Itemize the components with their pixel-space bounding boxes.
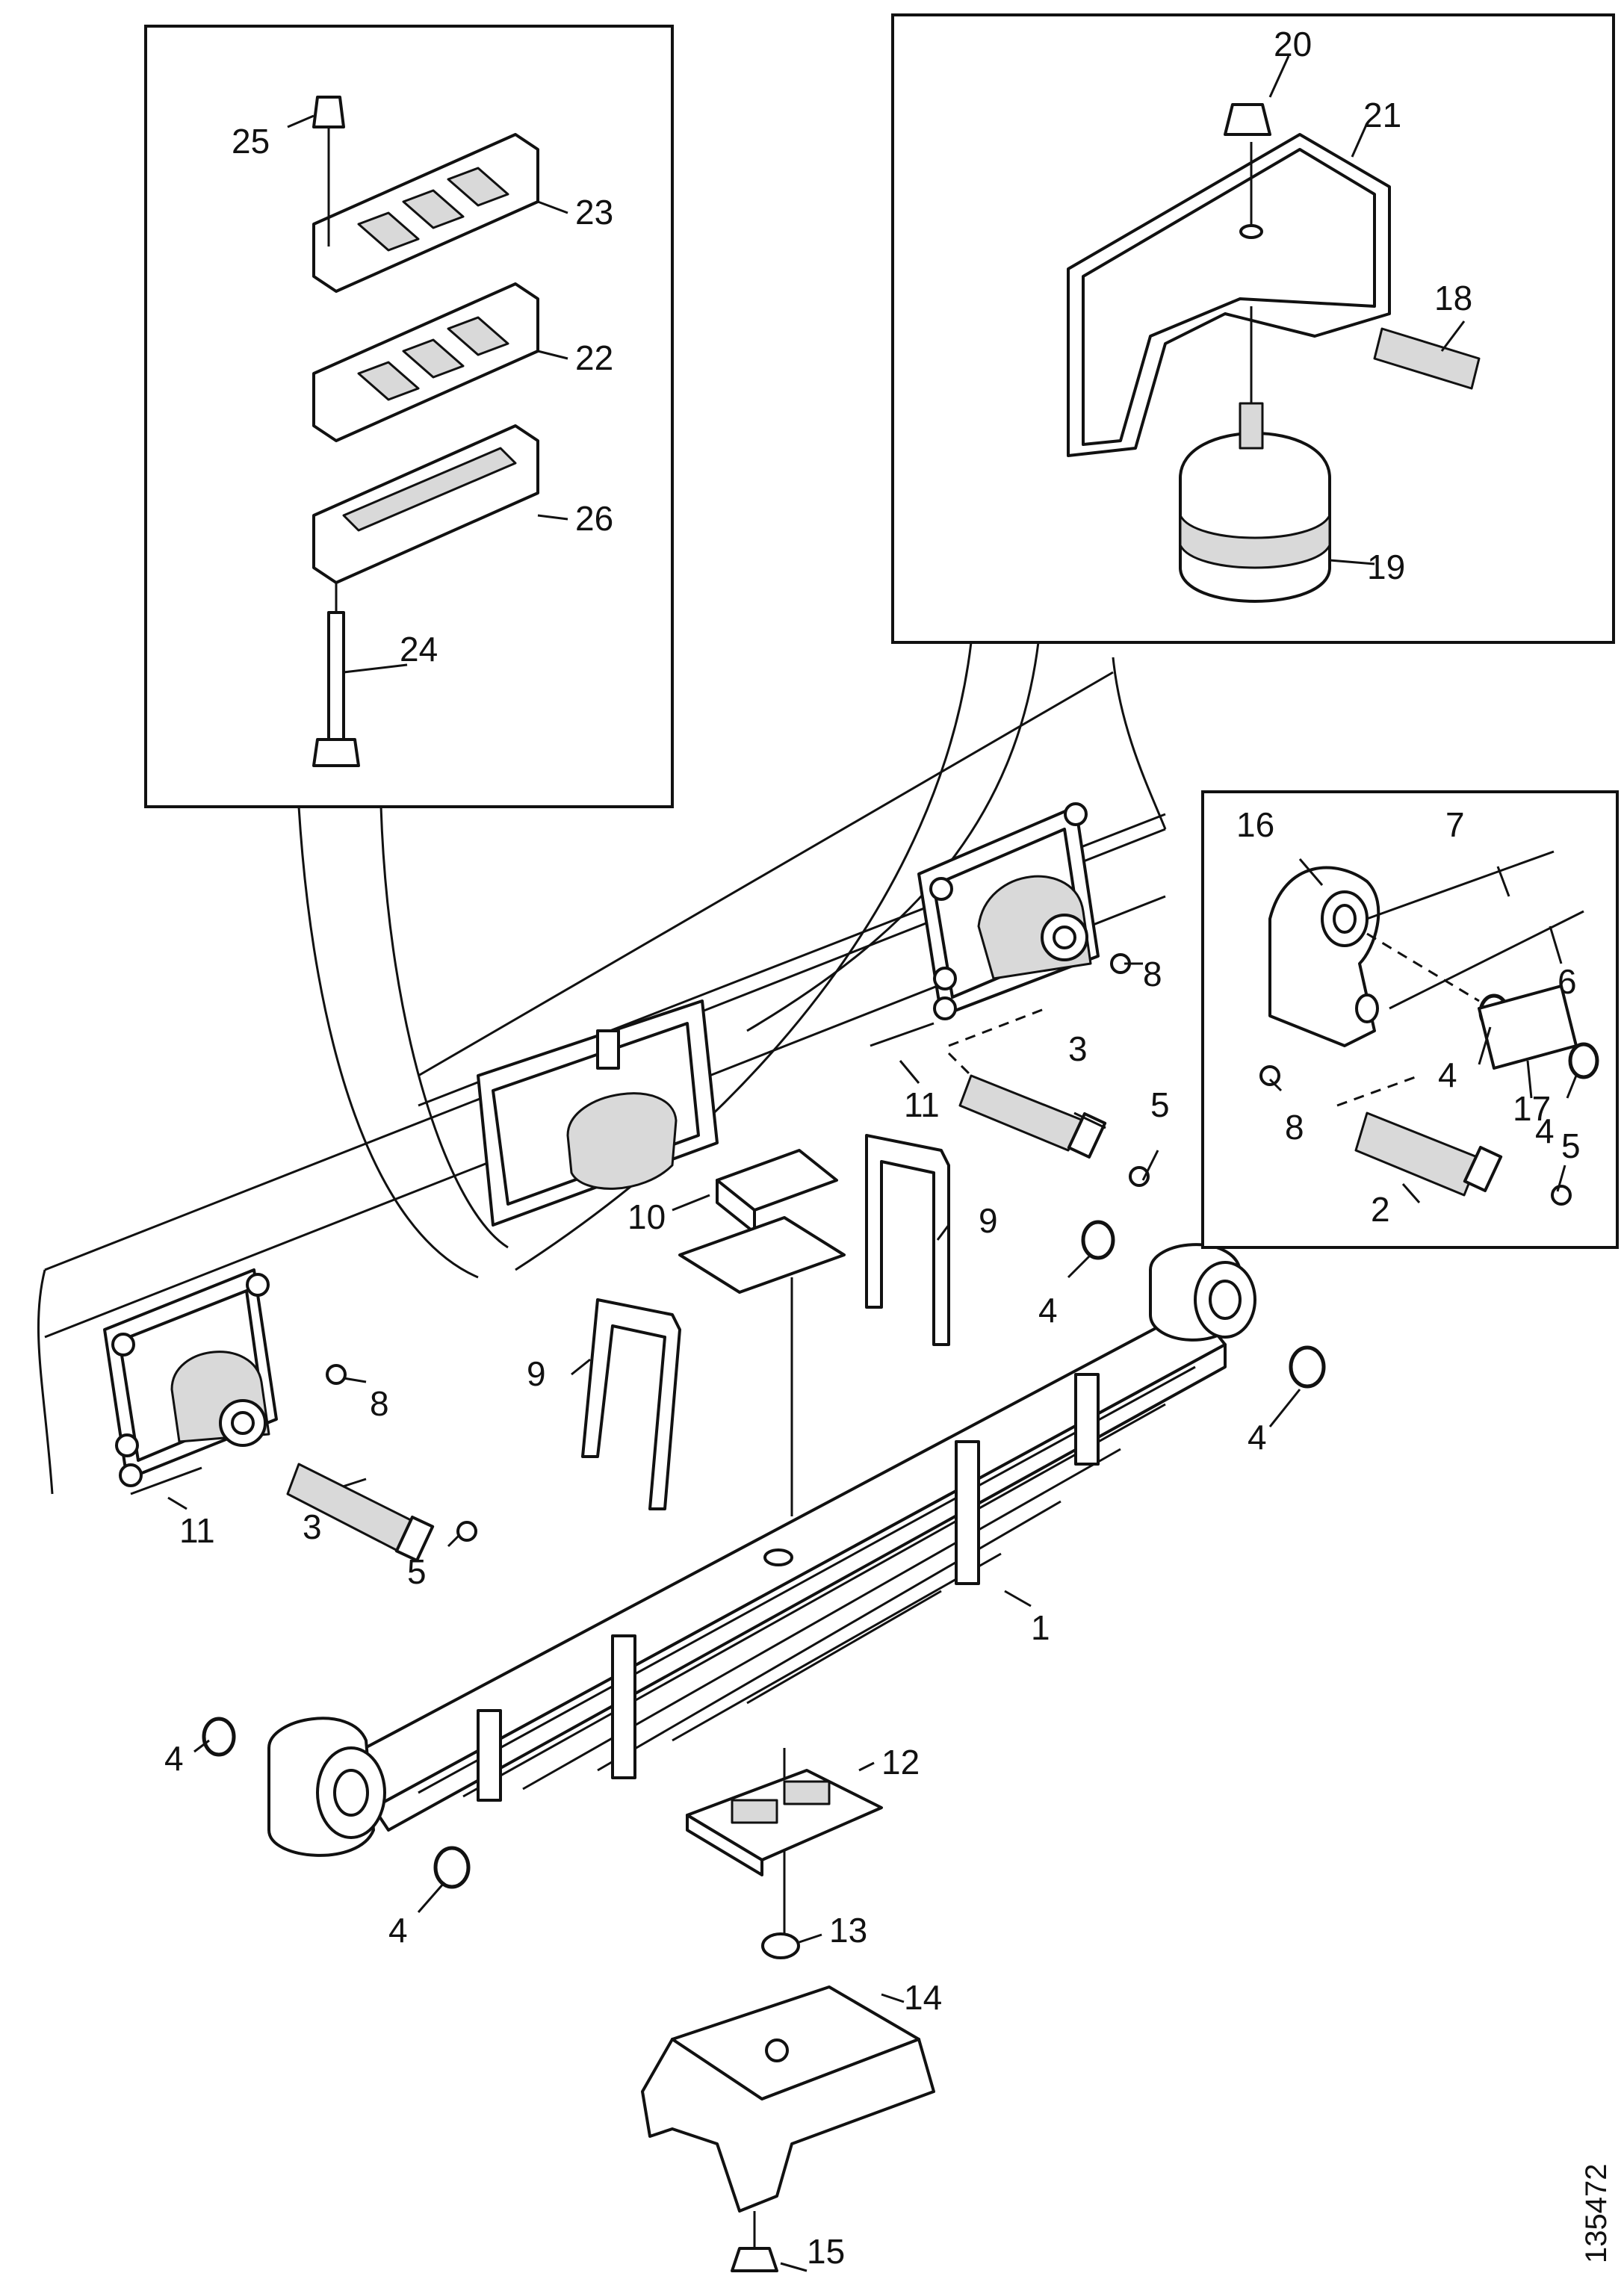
callout-17: 17 xyxy=(1513,1089,1551,1128)
bushing-rings xyxy=(202,1220,1326,1889)
callout-16: 16 xyxy=(1236,805,1274,844)
callout-4: 4 xyxy=(1535,1112,1555,1150)
callout-4: 4 xyxy=(1438,1055,1457,1094)
callout-10: 10 xyxy=(627,1197,666,1236)
axle-seat-parts xyxy=(641,1748,935,2272)
callout-2: 2 xyxy=(1371,1190,1390,1229)
callout-25: 25 xyxy=(232,122,270,161)
callout-26: 26 xyxy=(575,499,613,538)
detail-stabiliser-parts xyxy=(312,96,539,767)
callout-24: 24 xyxy=(400,630,438,669)
left-spring-hanger xyxy=(103,1268,278,1487)
callout-3: 3 xyxy=(303,1507,322,1546)
leaf-spring xyxy=(267,1243,1256,1857)
callout-9: 9 xyxy=(527,1354,546,1393)
detail-shackle-parts xyxy=(1259,850,1599,1206)
callout-5: 5 xyxy=(1561,1126,1581,1165)
callout-7: 7 xyxy=(1445,805,1465,844)
detail-box-stabiliser xyxy=(144,25,674,808)
callout-5: 5 xyxy=(407,1552,427,1591)
callout-18: 18 xyxy=(1434,279,1472,317)
figure-id: 135472 xyxy=(1580,2164,1613,2263)
callout-4: 4 xyxy=(1248,1418,1267,1457)
callout-11: 11 xyxy=(904,1085,940,1124)
rubber-spring-bracket xyxy=(477,999,719,1227)
callout-8: 8 xyxy=(1143,955,1162,993)
callout-8: 8 xyxy=(370,1384,389,1423)
callout-5: 5 xyxy=(1150,1085,1170,1124)
callout-numbers: 1 2 3 3 4 4 4 4 4 4 5 5 5 6 7 8 8 8 9 9 … xyxy=(164,25,1581,2271)
callout-1: 1 xyxy=(1031,1608,1050,1647)
callout-4: 4 xyxy=(1038,1291,1058,1330)
callout-9: 9 xyxy=(979,1201,998,1240)
callout-4: 4 xyxy=(164,1739,184,1778)
callout-3: 3 xyxy=(1068,1029,1088,1068)
callout-12: 12 xyxy=(881,1743,920,1782)
right-spring-hanger xyxy=(917,802,1100,1020)
callout-6: 6 xyxy=(1558,962,1577,1001)
callout-19: 19 xyxy=(1367,548,1405,586)
callout-14: 14 xyxy=(904,1978,942,2017)
detail-rubber-spring-parts xyxy=(1067,103,1481,603)
callout-4: 4 xyxy=(388,1911,408,1950)
callout-8: 8 xyxy=(1285,1108,1304,1147)
spring-spacer xyxy=(678,1149,846,1516)
callout-13: 13 xyxy=(829,1911,867,1950)
callout-21: 21 xyxy=(1363,96,1401,134)
callout-20: 20 xyxy=(1274,25,1312,63)
shackle-pins xyxy=(130,953,1150,1562)
callout-11: 11 xyxy=(179,1511,215,1550)
callout-15: 15 xyxy=(807,2232,845,2271)
callout-22: 22 xyxy=(575,338,613,377)
callout-23: 23 xyxy=(575,193,613,232)
leader-lines xyxy=(167,55,1578,2272)
u-bolts xyxy=(581,1134,950,1510)
